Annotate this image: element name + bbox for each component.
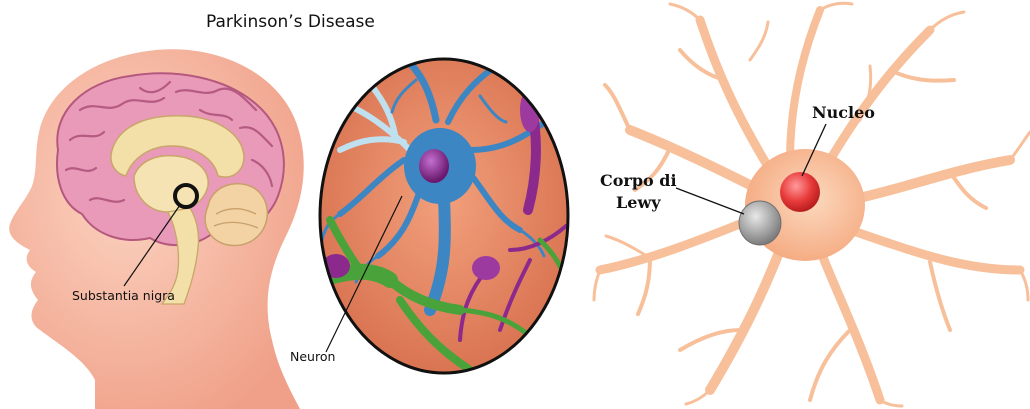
label-corpo-di-lewy-line1: Corpo di <box>600 170 677 192</box>
thalamus <box>134 156 208 212</box>
label-corpo-di-lewy: Corpo di Lewy <box>600 170 677 214</box>
nucleus <box>780 172 820 212</box>
neuron-magnification <box>320 51 570 373</box>
label-neuron: Neuron <box>290 349 335 364</box>
label-corpo-di-lewy-line2: Lewy <box>600 192 677 214</box>
cerebellum <box>205 184 267 246</box>
label-substantia-nigra: Substantia nigra <box>72 288 175 303</box>
lewy-body-illustration: Nucleo Corpo di Lewy <box>590 0 1030 409</box>
diagram-title: Parkinson’s Disease <box>206 12 375 32</box>
parkinsons-svg <box>0 0 600 409</box>
lewy-body <box>739 201 781 245</box>
parkinsons-illustration: Parkinson’s Disease Substantia nigra Neu… <box>0 0 600 409</box>
label-nucleo: Nucleo <box>812 103 875 122</box>
lewy-pointer <box>676 188 744 214</box>
